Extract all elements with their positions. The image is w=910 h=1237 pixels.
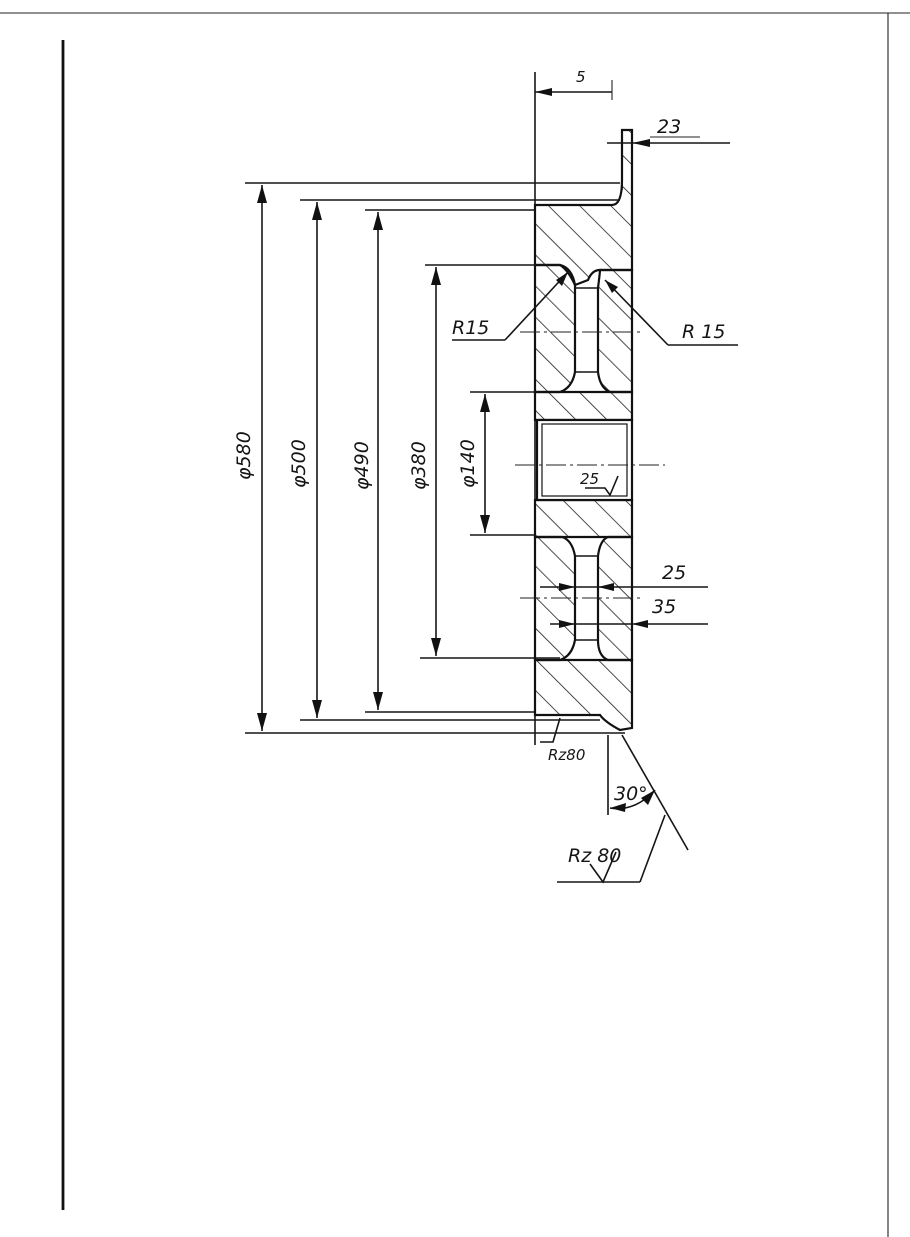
dim-500-line: [312, 202, 322, 718]
chamfer-slant: [621, 734, 689, 851]
label-bore-roughness: 25: [580, 470, 599, 488]
section-upper-web: [533, 263, 577, 394]
label-dim-5: 5: [576, 68, 586, 86]
label-dim-23: 23: [657, 116, 681, 138]
rz80-chamfer-leader: [639, 814, 666, 883]
label-d500: φ500: [288, 439, 310, 488]
section-bottom-rim: [533, 658, 634, 732]
bore: [535, 418, 634, 502]
r15-right-arrow: [605, 280, 618, 293]
dim-5-arrow: [535, 88, 552, 96]
dim-25-arrow-right: [598, 583, 614, 591]
label-r15-left: R15: [452, 317, 489, 339]
dim-140-line: [480, 394, 490, 533]
section-hub-top: [533, 390, 634, 422]
angle-arrow-left: [610, 803, 626, 812]
dim-23-arrow: [632, 139, 650, 147]
angle-arrow-right: [641, 790, 655, 805]
label-d140: φ140: [457, 439, 479, 488]
dim-35-arrow-left: [559, 620, 575, 628]
dim-35-arrow-right: [632, 620, 648, 628]
rz80-bottom-symbol: [540, 717, 561, 743]
bore-chamfer: [541, 423, 628, 497]
label-rz80-bottom: Rz80: [548, 746, 585, 764]
label-d580: φ580: [233, 431, 255, 480]
section-hub-bottom: [533, 498, 634, 539]
label-dim-35: 35: [652, 596, 676, 618]
label-rz80-chamfer: Rz 80: [568, 845, 621, 867]
label-d380: φ380: [408, 441, 430, 490]
dim-490-line: [373, 212, 383, 710]
r15-left-arrow: [556, 272, 568, 286]
section-top-rim: [533, 128, 634, 287]
dim-25-arrow-left: [559, 583, 575, 591]
label-r15-right: R 15: [682, 321, 725, 343]
label-dim-25: 25: [662, 562, 686, 584]
r15-left-pointer: [504, 271, 569, 341]
dim-380-line: [431, 267, 441, 656]
bore-roughness-symbol: [585, 475, 619, 497]
dim-580-line: [257, 185, 267, 731]
label-d490: φ490: [351, 441, 373, 490]
rz80-chamfer-symbol: [589, 851, 617, 884]
label-angle: 30°: [614, 783, 648, 805]
r15-right-pointer: [604, 279, 669, 346]
